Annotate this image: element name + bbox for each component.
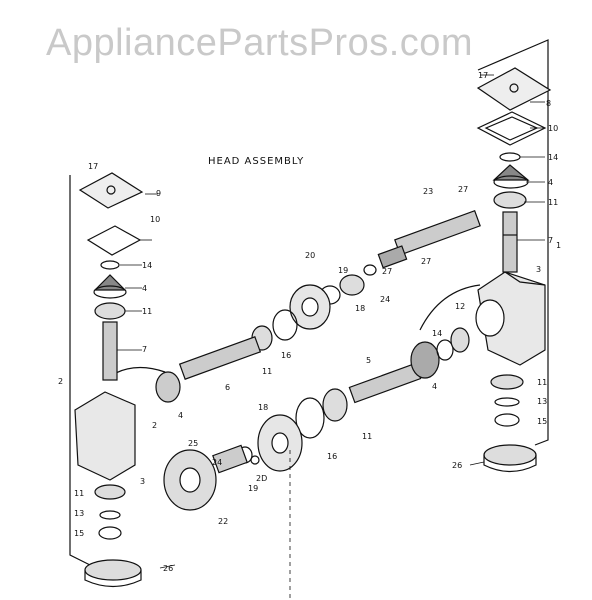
callout-c4lm: 4 bbox=[178, 411, 184, 420]
left-bearing bbox=[94, 302, 126, 320]
coupling-arrow-right bbox=[419, 284, 481, 331]
callout-c11r: 11 bbox=[548, 198, 559, 207]
callout-c7l: 7 bbox=[142, 345, 148, 354]
left-seal bbox=[98, 526, 122, 540]
right-end-cap bbox=[483, 444, 537, 473]
callout-c11rr: 11 bbox=[537, 378, 548, 387]
callout-c18b: 18 bbox=[258, 403, 269, 412]
callout-c26r: 26 bbox=[452, 461, 463, 470]
callout-c24b: 24 bbox=[212, 458, 223, 467]
callout-c10r: 10 bbox=[548, 124, 559, 133]
diagram-title: HEAD ASSEMBLY bbox=[208, 156, 305, 167]
right-bevel-gear bbox=[492, 164, 530, 189]
watermark-text: AppliancePartsPros.com bbox=[46, 22, 474, 64]
left-end-cap bbox=[84, 559, 142, 588]
right-retaining-ring bbox=[494, 397, 520, 407]
callout-c25: 25 bbox=[188, 439, 199, 448]
callout-c8r: 8 bbox=[546, 99, 552, 108]
left-bevel-gear bbox=[93, 274, 127, 299]
leader-lines bbox=[117, 74, 545, 600]
right-lower-bearing bbox=[490, 374, 524, 390]
left-gasket bbox=[86, 225, 142, 256]
callout-c14l: 14 bbox=[142, 261, 153, 270]
callout-c15r: 15 bbox=[537, 417, 548, 426]
callout-c11m: 11 bbox=[262, 367, 273, 376]
callout-c19b: 19 bbox=[248, 484, 259, 493]
callout-c14r: 14 bbox=[548, 153, 559, 162]
callout-c17l: 17 bbox=[88, 162, 99, 171]
callout-c13l: 13 bbox=[74, 509, 85, 518]
callout-c3r: 3 bbox=[536, 265, 542, 274]
callout-c4l: 4 bbox=[142, 284, 148, 293]
callout-c1r: 1 bbox=[556, 241, 562, 250]
callout-c26l: 26 bbox=[163, 564, 174, 573]
right-seal bbox=[494, 413, 520, 427]
callout-c13r: 13 bbox=[537, 397, 548, 406]
callout-c27c: 27 bbox=[421, 257, 432, 266]
left-ring bbox=[100, 260, 120, 270]
callout-c16a: 16 bbox=[281, 351, 292, 360]
left-gear-housing bbox=[74, 391, 136, 481]
callout-c22: 22 bbox=[218, 517, 229, 526]
callout-c12: 12 bbox=[455, 302, 466, 311]
callout-c24a: 24 bbox=[380, 295, 391, 304]
upper-shaft-assembly bbox=[289, 210, 481, 330]
left-vertical-shaft bbox=[102, 321, 118, 381]
callout-c3l: 3 bbox=[140, 477, 146, 486]
callout-c17r: 17 bbox=[478, 71, 489, 80]
callout-c27a: 27 bbox=[458, 185, 469, 194]
lower-center-assembly bbox=[163, 414, 303, 511]
callout-c19: 19 bbox=[338, 266, 349, 275]
left-retaining-ring bbox=[99, 510, 121, 520]
callout-c5: 5 bbox=[366, 356, 372, 365]
right-vertical-shaft bbox=[502, 211, 518, 273]
callout-c14m: 14 bbox=[432, 329, 443, 338]
right-assembly-bracket bbox=[477, 39, 549, 446]
callout-c15l: 15 bbox=[74, 529, 85, 538]
callout-c4m: 4 bbox=[432, 382, 438, 391]
callout-c18a: 18 bbox=[355, 304, 366, 313]
callout-c11l: 11 bbox=[142, 307, 153, 316]
callout-c20b: 2D bbox=[256, 474, 268, 483]
right-ring bbox=[499, 152, 521, 162]
left-assembly-bracket bbox=[69, 175, 91, 566]
middle-shaft-assembly bbox=[295, 327, 470, 439]
callout-c16b: 16 bbox=[327, 452, 338, 461]
callout-c11b: 11 bbox=[362, 432, 373, 441]
callout-c27b: 27 bbox=[382, 267, 393, 276]
callout-c20: 20 bbox=[305, 251, 316, 260]
callout-c7r: 7 bbox=[548, 236, 554, 245]
left-lower-bearing bbox=[94, 484, 126, 500]
right-gear-housing bbox=[475, 271, 546, 366]
callout-c2l: 2 bbox=[58, 377, 64, 386]
right-cover-plate bbox=[476, 67, 552, 111]
right-bearing bbox=[493, 191, 527, 209]
callout-c2m: 2 bbox=[152, 421, 158, 430]
left-shaft-assembly bbox=[155, 309, 298, 403]
callout-c4r: 4 bbox=[548, 178, 554, 187]
left-cover-plate bbox=[78, 172, 144, 209]
callout-c6: 6 bbox=[225, 383, 231, 392]
callout-c11ll: 11 bbox=[74, 489, 85, 498]
callout-c23: 23 bbox=[423, 187, 434, 196]
callout-c9l: 9 bbox=[156, 189, 162, 198]
callout-c10l: 10 bbox=[150, 215, 161, 224]
